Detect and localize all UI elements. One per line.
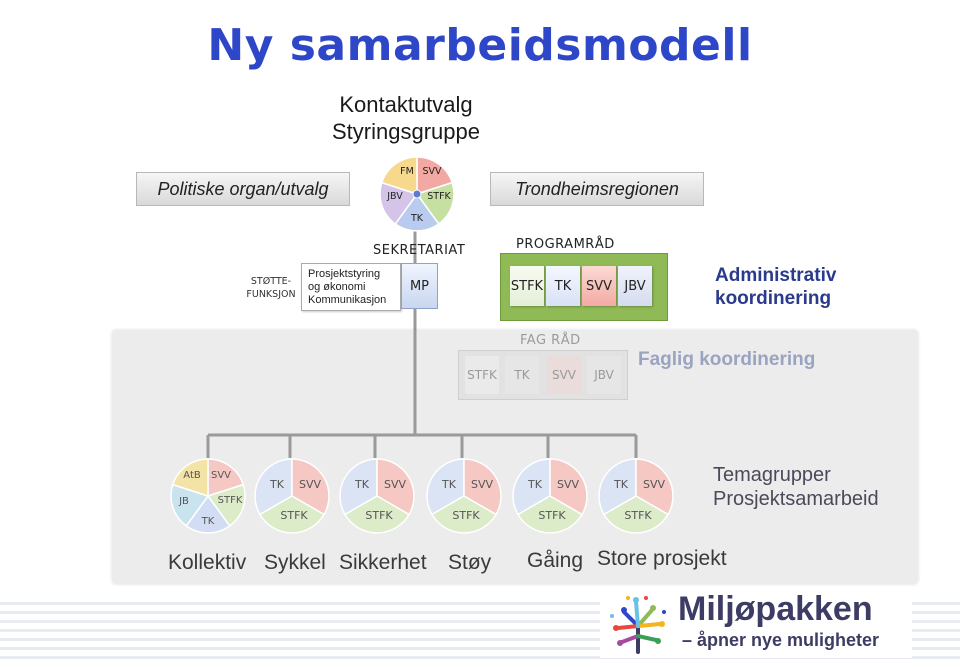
group-label-stoy: Støy (448, 551, 492, 574)
programrad-label: PROGRAMRÅD (516, 237, 615, 252)
fagrad-stfk-tile: STFK (465, 356, 499, 394)
prosjektstyring-box: Prosjektstyring og økonomi Kommunikasjon (301, 263, 401, 311)
gaing-pie-tk: TK (527, 478, 543, 491)
logo-tagline: – åpner nye muligheter (682, 630, 880, 650)
kollektiv-pie: AtB SVV STFK TK JB (170, 458, 246, 534)
stottefunksjon-label: STØTTE- FUNKSJON (246, 276, 296, 300)
fagrad-label: FAG RÅD (520, 333, 581, 348)
logo-name: Miljøpakken (678, 590, 873, 628)
stoy-pie: TK SVV STFK (426, 458, 502, 534)
group-label-kollektiv: Kollektiv (168, 551, 247, 574)
pie-label-tk: TK (410, 213, 424, 224)
sikkerhet-pie-svv: SVV (384, 478, 407, 491)
store-prosjekt-pie-svv: SVV (643, 478, 666, 491)
trondheimsregionen-bar: Trondheimsregionen (490, 172, 704, 206)
politiske-organ-bar: Politiske organ/utvalg (136, 172, 350, 206)
sykkel-pie-stfk: STFK (280, 509, 308, 522)
store-prosjekt-pie-stfk: STFK (624, 509, 652, 522)
gaing-pie-stfk: STFK (538, 509, 566, 522)
fagrad-tk-tile: TK (505, 356, 539, 394)
styringsgruppe-pie: FM SVV STFK TK JBV (379, 156, 455, 232)
pie-label-fm: FM (400, 166, 414, 177)
group-label-gaing: Gåing (527, 549, 584, 572)
gaing-pie-svv: SVV (557, 478, 580, 491)
pie-label-jbv: JBV (386, 191, 403, 202)
heading-styringsgruppe: Styringsgruppe (332, 119, 480, 144)
programrad-panel: STFK TK SVV JBV (500, 253, 668, 321)
fagrad-jbv-tile: JBV (587, 356, 621, 394)
trondheimsregionen-label: Trondheimsregionen (515, 178, 679, 199)
sykkel-pie-tk: TK (269, 478, 285, 491)
sikkerhet-pie-tk: TK (354, 478, 370, 491)
sykkel-pie: TK SVV STFK (254, 458, 330, 534)
fagrad-panel: STFK TK SVV JBV (458, 350, 628, 400)
kollektiv-pie-atb: AtB (183, 470, 201, 481)
store-prosjekt-pie: TK SVV STFK (598, 458, 674, 534)
heading-kontaktutvalg: Kontaktutvalg (339, 92, 473, 117)
sikkerhet-pie-stfk: STFK (365, 509, 393, 522)
group-label-sykkel: Sykkel (264, 551, 326, 574)
stoy-pie-stfk: STFK (452, 509, 480, 522)
group-label-sikkerhet: Sikkerhet (339, 551, 427, 574)
faglig-koordinering: Faglig koordinering (638, 349, 816, 370)
pie-label-stfk: STFK (427, 191, 451, 202)
programrad-svv-tile: SVV (582, 266, 616, 306)
fagrad-svv-tile: SVV (547, 356, 581, 394)
kollektiv-pie-svv: SVV (211, 470, 231, 481)
sikkerhet-pie: TK SVV STFK (339, 458, 415, 534)
stoy-pie-svv: SVV (471, 478, 494, 491)
pie-label-svv: SVV (422, 166, 442, 177)
store-prosjekt-pie-tk: TK (613, 478, 629, 491)
politiske-organ-label: Politiske organ/utvalg (157, 178, 329, 199)
mp-box: MP (401, 263, 438, 309)
sekretariat-label: SEKRETARIAT (373, 243, 466, 258)
tree-icon (610, 596, 666, 654)
programrad-stfk-tile: STFK (510, 266, 544, 306)
administrativ-koordinering: Administrativ koordinering (715, 265, 837, 309)
page-title: Ny samarbeidsmodell (207, 20, 753, 71)
gaing-pie: TK SVV STFK (512, 458, 588, 534)
programrad-jbv-tile: JBV (618, 266, 652, 306)
programrad-tk-tile: TK (546, 266, 580, 306)
kollektiv-pie-tk: TK (201, 516, 215, 527)
stoy-pie-tk: TK (441, 478, 457, 491)
kollektiv-pie-jb: JB (178, 496, 189, 507)
miljopakken-logo: Miljøpakken – åpner nye muligheter (600, 588, 912, 658)
kollektiv-pie-stfk: STFK (218, 495, 243, 506)
group-label-store-prosjekt: Store prosjekt (597, 547, 727, 570)
temagrupper-label: Temagrupper Prosjektsamarbeid (713, 464, 879, 510)
sykkel-pie-svv: SVV (299, 478, 322, 491)
